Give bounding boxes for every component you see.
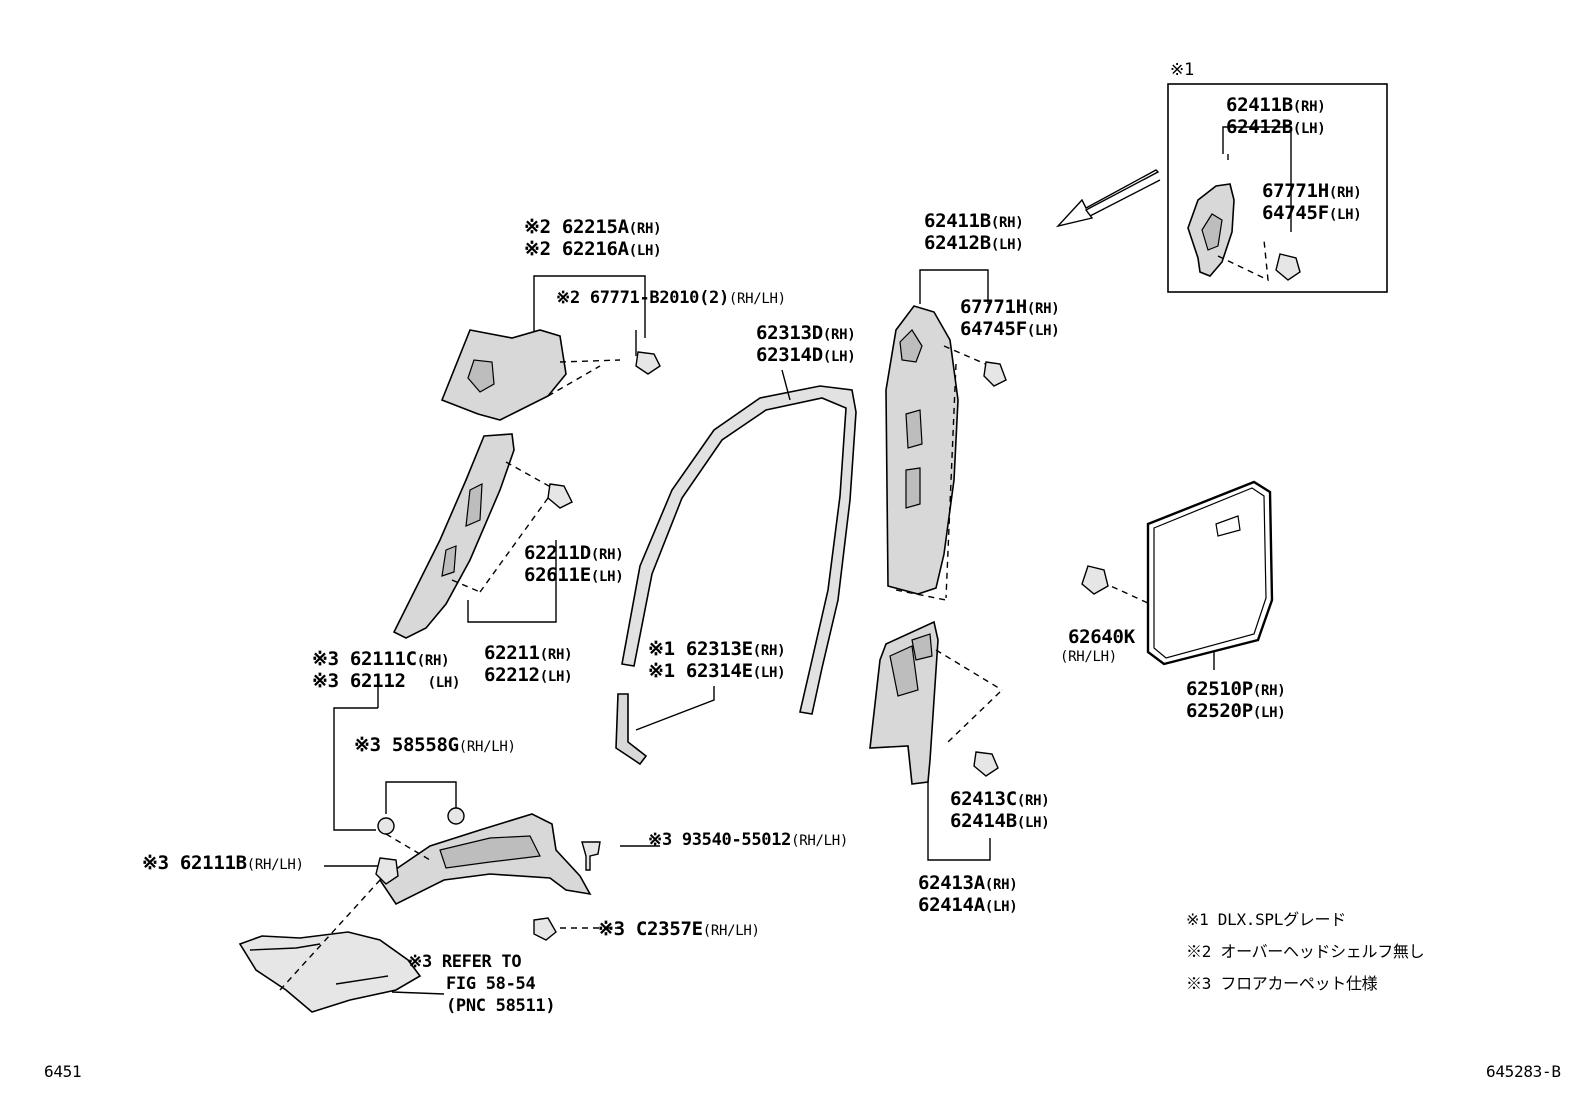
label-62414a: 62414A(LH) xyxy=(918,894,1018,916)
clip-62413c-icon xyxy=(973,751,999,777)
label-62314d: 62314D(LH) xyxy=(756,344,856,366)
clip-67771h-icon xyxy=(983,361,1007,387)
clip-62111b-icon xyxy=(375,857,399,885)
label-box-64745f: 64745F(LH) xyxy=(1262,202,1362,224)
label-62314e: ※1 62314E(LH) xyxy=(648,660,786,682)
part-62215a xyxy=(440,275,661,421)
label-67771-b2010: ※2 67771-B2010(2)(RH/LH) xyxy=(556,288,786,308)
note-3: ※3 フロアカーペット仕様 xyxy=(1186,974,1378,993)
label-62215a: ※2 62215A(RH) xyxy=(524,216,662,238)
clip-67771-icon xyxy=(635,351,661,375)
clip-62640k-icon xyxy=(1081,565,1109,595)
label-62412b: 62412B(LH) xyxy=(924,232,1024,254)
label-refer-fig: FIG 58-54 xyxy=(446,974,536,994)
part-62111c xyxy=(238,684,660,1013)
label-box-67771h: 67771H(RH) xyxy=(1262,180,1362,202)
inset-box xyxy=(1167,83,1388,293)
label-62411b: 62411B(RH) xyxy=(924,210,1024,232)
part-62411b xyxy=(885,269,1007,601)
label-box-ref: ※1 xyxy=(1170,60,1194,80)
label-62640k-side: (RH/LH) xyxy=(1060,649,1117,665)
label-62211d: 62211D(RH) xyxy=(524,542,624,564)
label-62520p: 62520P(LH) xyxy=(1186,700,1286,722)
label-box-62412b: 62412B(LH) xyxy=(1226,116,1326,138)
clip-c2357e-icon xyxy=(533,917,557,941)
label-64745f: 64745F(LH) xyxy=(960,318,1060,340)
label-67771h: 67771H(RH) xyxy=(960,296,1060,318)
label-62216a: ※2 62216A(LH) xyxy=(524,238,662,260)
label-box-62411b: 62411B(RH) xyxy=(1226,94,1326,116)
label-58558g: ※3 58558G(RH/LH) xyxy=(354,734,516,756)
label-62413a: 62413A(RH) xyxy=(918,872,1018,894)
label-62313e: ※1 62313E(RH) xyxy=(648,638,786,660)
part-62211 xyxy=(392,433,573,639)
note-2: ※2 オーバーヘッドシェルフ無し xyxy=(1186,942,1425,961)
label-c2357e: ※3 C2357E(RH/LH) xyxy=(598,918,760,940)
part-62510p xyxy=(1081,480,1274,670)
pointer-arrow-icon xyxy=(1055,169,1161,228)
label-62413c: 62413C(RH) xyxy=(950,788,1050,810)
label-62510p: 62510P(RH) xyxy=(1186,678,1286,700)
clip-62211d-icon xyxy=(547,483,573,509)
label-62611e: 62611E(LH) xyxy=(524,564,624,586)
label-62211: 62211(RH) xyxy=(484,642,573,664)
note-1: ※1 DLX.SPLグレード xyxy=(1186,910,1346,929)
figure-number-right: 645283-B xyxy=(1486,1062,1561,1081)
screw-93540-icon xyxy=(581,841,601,871)
clip-58558g-icon-b xyxy=(447,807,465,825)
label-62112: ※3 62112(LH) xyxy=(312,670,461,692)
figure-number-left: 6451 xyxy=(44,1062,82,1081)
label-62313d: 62313D(RH) xyxy=(756,322,856,344)
label-62111c: ※3 62111C(RH) xyxy=(312,648,450,670)
label-93540: ※3 93540-55012(RH/LH) xyxy=(648,830,849,850)
inset-clip-icon xyxy=(1275,253,1301,281)
label-refer-to: ※3 REFER TO xyxy=(408,952,522,972)
label-62111b: ※3 62111B(RH/LH) xyxy=(142,852,304,874)
clip-58558g-icon-a xyxy=(377,817,395,835)
label-62414b: 62414B(LH) xyxy=(950,810,1050,832)
part-62413c xyxy=(869,620,1003,861)
part-62313d xyxy=(615,369,857,766)
label-62212: 62212(LH) xyxy=(484,664,573,686)
label-62640k: 62640K xyxy=(1068,626,1135,648)
label-refer-pnc: (PNC 58511) xyxy=(446,996,556,1016)
